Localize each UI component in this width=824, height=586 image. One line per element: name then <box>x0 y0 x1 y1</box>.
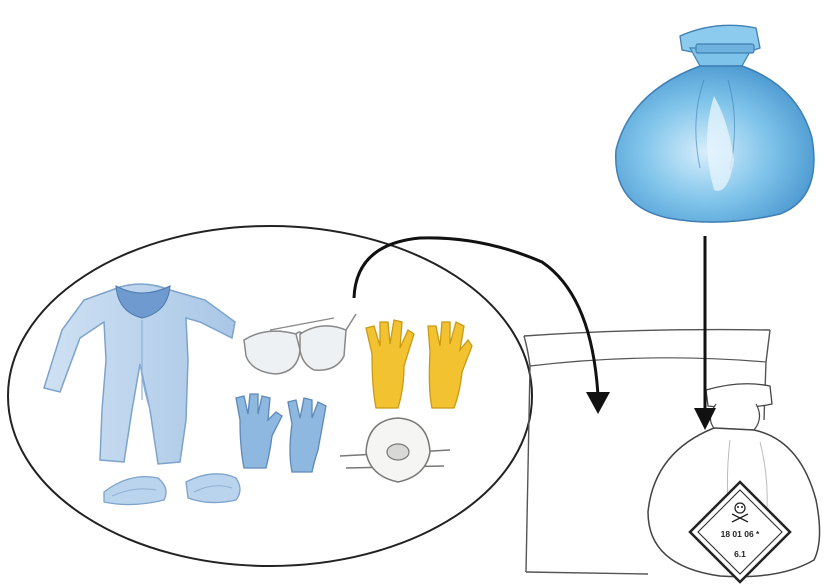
hazard-bag-icon: 18 01 06 * 6.1 <box>648 384 820 582</box>
ppe-group <box>8 226 532 566</box>
overshoe-icon <box>104 474 240 505</box>
blue-glove-icon <box>236 394 326 472</box>
hazard-waste-code: 18 01 06 * <box>721 529 760 539</box>
curved-arrow-head <box>586 392 610 414</box>
respirator-mask-icon <box>340 418 450 482</box>
protective-suit-icon <box>44 284 235 464</box>
hazard-class-number: 6.1 <box>734 549 746 559</box>
blue-bag-icon <box>616 25 814 222</box>
yellow-glove-icon <box>366 320 472 408</box>
safety-goggles-icon <box>244 314 356 374</box>
